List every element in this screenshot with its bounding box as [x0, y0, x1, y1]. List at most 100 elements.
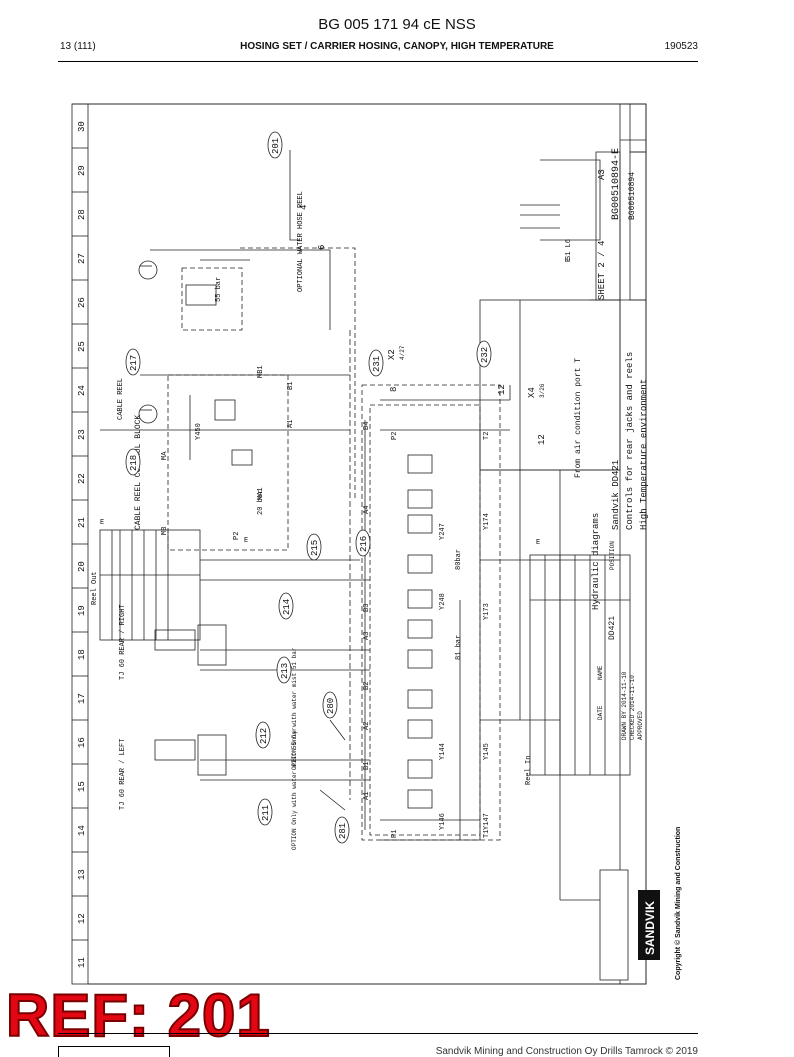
label-b3: B3 — [363, 604, 371, 612]
label-b1: B1 — [287, 382, 295, 390]
page-number: 13 (111) — [60, 41, 96, 52]
grid-number: 12 — [77, 913, 87, 924]
callout-bubble — [267, 131, 283, 159]
title-drawn-by: DRAWN BY 2014-11-10 — [621, 671, 628, 740]
label-y146: Y146 — [439, 813, 447, 830]
label-y450: Y450 — [195, 423, 203, 440]
sandvik-logo-box — [638, 890, 660, 960]
label-a4: A4 — [363, 506, 371, 514]
callout-bubble — [368, 349, 384, 377]
connector-block — [520, 159, 601, 241]
label-pins: S1 L6 — [565, 239, 573, 260]
label-81bar: 81 bar — [455, 635, 463, 660]
hydraulic-lines — [100, 150, 511, 841]
title-drawing-number: BG00510894-E — [611, 148, 622, 220]
hydraulic-motors — [138, 260, 158, 424]
footer-copyright: Sandvik Mining and Construction Oy Drill… — [435, 1046, 698, 1057]
callout-bubble — [125, 448, 141, 476]
marker-e-2: E — [244, 537, 248, 545]
label-y247: Y247 — [439, 523, 447, 540]
label-six-a: 6 — [317, 245, 327, 250]
callout-number: 213 — [280, 663, 290, 679]
title-id-code: BG00510894 — [628, 172, 637, 220]
grid-number: 22 — [77, 473, 87, 484]
title-approved: APPROVED — [637, 711, 644, 740]
label-jack-left: TJ 60 REAR / LEFT — [119, 739, 127, 810]
grid-number: 29 — [77, 165, 87, 176]
ref-stamp: REF: 201 — [5, 982, 271, 1049]
callout-number: 216 — [359, 536, 369, 552]
header-rule — [58, 61, 698, 62]
callout-number: 280 — [326, 698, 336, 714]
label-y248: Y248 — [439, 593, 447, 610]
label-cable-reel-block: CABLE REEL CONTROL BLOCK — [134, 415, 143, 530]
grid-number: 25 — [77, 341, 87, 352]
callout-number: 212 — [259, 728, 269, 744]
label-y147: Y147 — [483, 813, 491, 830]
callout-number: 217 — [129, 355, 139, 371]
callout-bubble — [276, 656, 292, 684]
callout-number: 231 — [372, 356, 382, 372]
label-mb1: MB1 — [257, 365, 265, 378]
label-p2-valve: P2 — [391, 432, 399, 440]
label-y145: Y145 — [483, 743, 491, 760]
callout-bubble — [334, 816, 350, 844]
grid-number: 21 — [77, 517, 87, 528]
label-t2: T2 — [483, 432, 491, 440]
callout-number: 218 — [129, 455, 139, 471]
callout-bubble — [322, 691, 338, 719]
footer-logo — [58, 1046, 170, 1057]
label-ma: MA — [161, 451, 169, 460]
label-e-pin: E — [565, 258, 573, 262]
callout-bubble — [278, 592, 294, 620]
label-p2: P2 — [233, 532, 241, 540]
label-x2-ref: 4/27 — [399, 345, 406, 360]
label-water-hose-reel: OPTIONAL WATER HOSE REEL — [297, 191, 305, 292]
callout-bubble — [257, 798, 273, 826]
title-description: Controls for rear jacks and reels — [625, 352, 635, 530]
title-name-label: NAME — [597, 665, 604, 680]
component-boxes — [167, 247, 501, 841]
title-diagram-type: Hydraulic diagrams — [591, 513, 601, 610]
title-size: A3 — [597, 169, 607, 180]
title-model: DD421 — [608, 616, 617, 640]
callout-bubble — [255, 721, 271, 749]
grid-number: 28 — [77, 209, 87, 220]
callout-number: 214 — [282, 599, 292, 615]
callout-number: 201 — [271, 138, 281, 154]
grid-number: 26 — [77, 297, 87, 308]
footer-rule — [58, 1033, 698, 1034]
label-12-top: 12 — [497, 384, 507, 395]
label-12-mid: 12 — [537, 434, 547, 445]
title-company: Sandvik DD421 — [611, 460, 621, 530]
label-ma1: MA1 — [257, 487, 265, 500]
section-title: HOSING SET / CARRIER HOSING, CANOPY, HIG… — [240, 41, 554, 52]
title-environment: High Temperature environment — [639, 379, 649, 530]
label-55-bar: 55 bar — [215, 277, 223, 302]
label-mb: MB — [161, 527, 169, 535]
title-block — [479, 103, 647, 985]
grid-number: 13 — [77, 869, 87, 880]
label-b4: B4 — [363, 422, 371, 430]
label-y144: Y144 — [439, 743, 447, 760]
grid-number: 16 — [77, 737, 87, 748]
grid-number: 23 — [77, 429, 87, 440]
label-eight: 8 — [389, 387, 399, 392]
label-b1-low: B1 — [363, 762, 371, 770]
label-a3: A3 — [363, 632, 371, 640]
label-x4-ref: 3/26 — [539, 383, 546, 398]
grid-number: 15 — [77, 781, 87, 792]
title-checked: CHECKED 2014-11-10 — [629, 675, 636, 740]
document-number: BG 005 171 94 cE NSS — [318, 16, 476, 33]
label-reel-in: Reel In — [525, 756, 533, 785]
label-a2: A2 — [363, 722, 371, 730]
marker-e-1: E — [100, 519, 104, 527]
reel-in-table — [529, 554, 631, 776]
grid-number: 20 — [77, 561, 87, 572]
title-date-label: DATE — [597, 705, 604, 720]
label-air-condition: From air condition port T — [574, 358, 583, 478]
grid-number: 14 — [77, 825, 87, 836]
grid-number: 11 — [77, 957, 87, 968]
label-jack-right: TJ 60 REAR / RIGHT — [119, 604, 127, 680]
